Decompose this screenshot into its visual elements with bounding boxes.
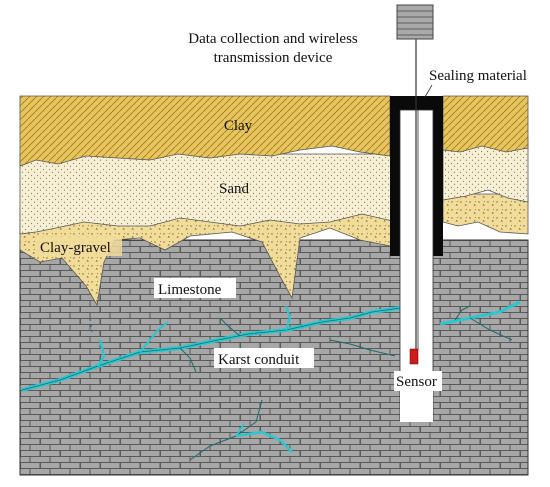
sensor-label: Sensor bbox=[396, 374, 437, 390]
sand-layer-right bbox=[442, 141, 529, 203]
sand-label: Sand bbox=[219, 181, 250, 197]
karst-conduits bbox=[21, 300, 521, 461]
clay-layer bbox=[19, 95, 391, 167]
device-label-line1: Data collection and wireless bbox=[188, 31, 358, 47]
device-icon bbox=[396, 4, 434, 40]
device-label-line2: transmission device bbox=[214, 50, 333, 66]
sensor-icon bbox=[409, 348, 419, 365]
sensor-label-bg bbox=[394, 371, 442, 391]
limestone-label-bg bbox=[154, 278, 236, 298]
clay-label: Clay bbox=[224, 118, 253, 134]
clay-gravel-label-bg bbox=[36, 236, 122, 256]
clay-gravel-label: Clay-gravel bbox=[40, 240, 111, 256]
clay-layer-right bbox=[442, 95, 529, 153]
karst-label-bg bbox=[214, 348, 314, 368]
clay-gravel-layer bbox=[19, 211, 429, 307]
sealing-leader bbox=[424, 84, 433, 98]
clay-gravel-layer-right bbox=[442, 193, 529, 235]
karst-label: Karst conduit bbox=[218, 352, 300, 368]
sealing-label: Sealing material bbox=[429, 68, 527, 84]
limestone-label: Limestone bbox=[158, 282, 222, 298]
